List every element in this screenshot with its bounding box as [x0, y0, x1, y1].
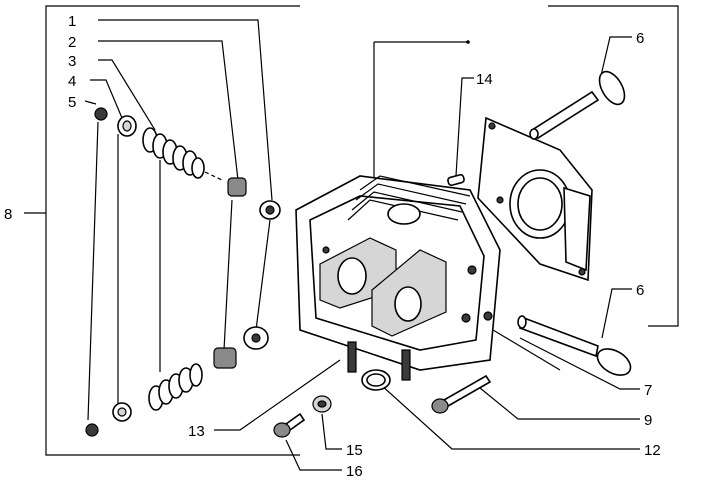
valve-top: [529, 70, 626, 140]
group-6-bracket: [373, 5, 679, 327]
callout-7: 7: [644, 382, 652, 399]
callout-12: 12: [644, 442, 661, 459]
callout-15: 15: [346, 442, 363, 459]
cooling-fins: [347, 175, 471, 221]
leader-lines: [84, 19, 640, 471]
callout-9: 9: [644, 412, 652, 429]
callout-labels: 1 2 3 4 5 6 6 7 8 9 12 13 14 15 16: [4, 13, 661, 480]
bolt-9: [431, 374, 492, 414]
callout-6-bottom: 6: [636, 282, 644, 299]
head-gasket: [477, 116, 593, 282]
pin-14: [447, 173, 465, 187]
nut-15: [312, 395, 332, 413]
callout-13: 13: [188, 423, 205, 440]
callout-14: 14: [476, 71, 493, 88]
callout-5: 1: [68, 13, 76, 30]
upper-valve-stack: [94, 107, 281, 220]
cylinder-head: [295, 175, 501, 381]
callout-16: 16: [346, 463, 363, 480]
o-ring-12: [361, 369, 391, 391]
callout-8: 8: [4, 206, 12, 223]
spring-lower-icon: [148, 363, 203, 411]
callout-4: 2: [68, 34, 76, 51]
callout-2: 4: [68, 73, 76, 90]
callout-6-top: 6: [636, 30, 644, 47]
lower-valve-stack: [85, 326, 269, 437]
valve-bottom: [517, 315, 632, 376]
spring-upper-icon: [142, 127, 205, 179]
screw-16: [273, 412, 306, 438]
callout-1: 5: [68, 94, 76, 111]
callout-3: 3: [68, 53, 76, 70]
group-8-bracket: [24, 5, 300, 456]
